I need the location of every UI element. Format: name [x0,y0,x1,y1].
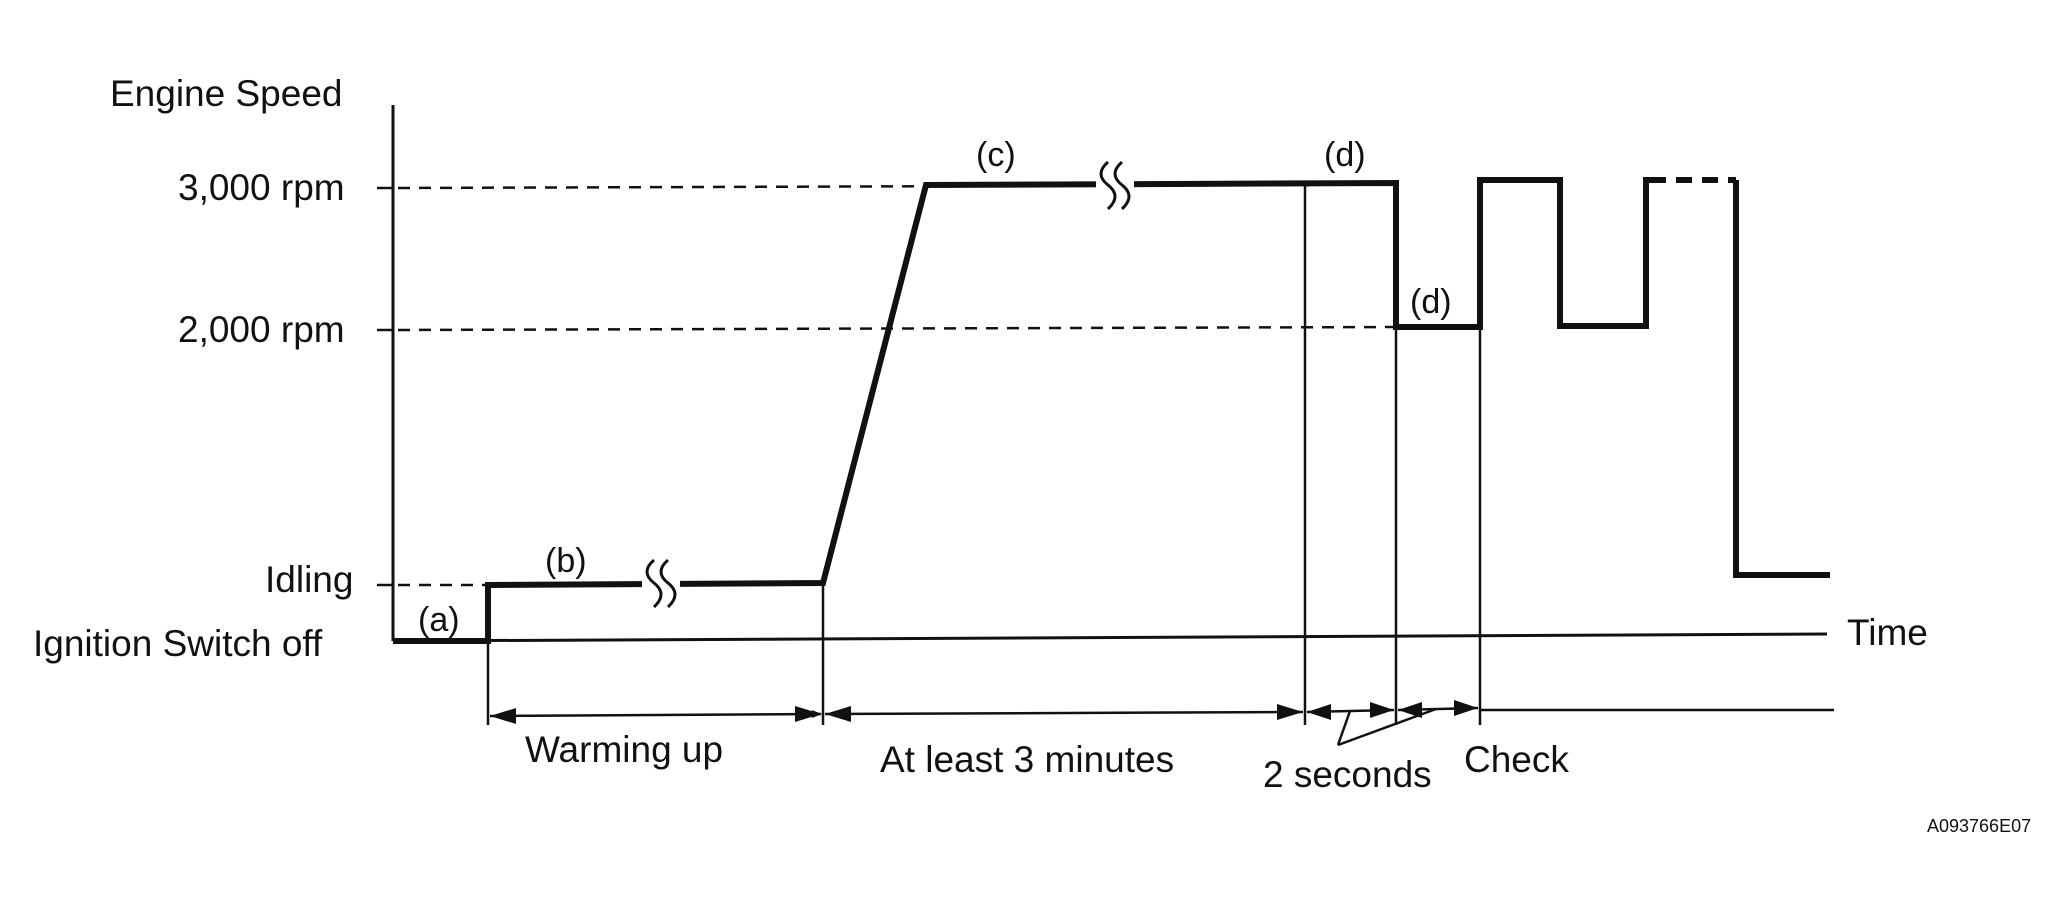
label-3000-rpm: 3,000 rpm [178,167,345,208]
two-seconds-leader-2 [1337,707,1437,747]
y-axis-title: Engine Speed [110,73,342,114]
marker-d-bottom: (d) [1410,283,1452,321]
warming-up-arrow [489,710,822,719]
engine-speed-trace-end [1733,180,1830,578]
marker-c: (c) [976,136,1016,174]
marker-b: (b) [545,542,587,580]
ref-line-2000 [397,325,1401,332]
break-symbol-b [642,558,680,609]
marker-a: (a) [418,601,460,639]
engine-speed-trace [393,177,1650,644]
figure-reference: A093766E07 [1927,816,2031,836]
label-at-least-3-minutes: At least 3 minutes [880,739,1174,780]
label-ignition-off: Ignition Switch off [33,623,323,664]
marker-d-top: (d) [1324,136,1366,174]
at-least-3-min-arrow [824,710,1304,716]
break-symbol-c [1096,160,1134,211]
label-check: Check [1464,739,1569,780]
x-axis-title: Time [1847,612,1928,653]
two-seconds-leader-1 [1336,710,1352,746]
x-axis [392,632,1828,643]
label-warming-up: Warming up [525,729,723,770]
label-2000-rpm: 2,000 rpm [178,309,345,350]
interval-arrowheads [490,700,1478,724]
label-idling: Idling [265,559,353,600]
label-2-seconds: 2 seconds [1263,754,1432,795]
